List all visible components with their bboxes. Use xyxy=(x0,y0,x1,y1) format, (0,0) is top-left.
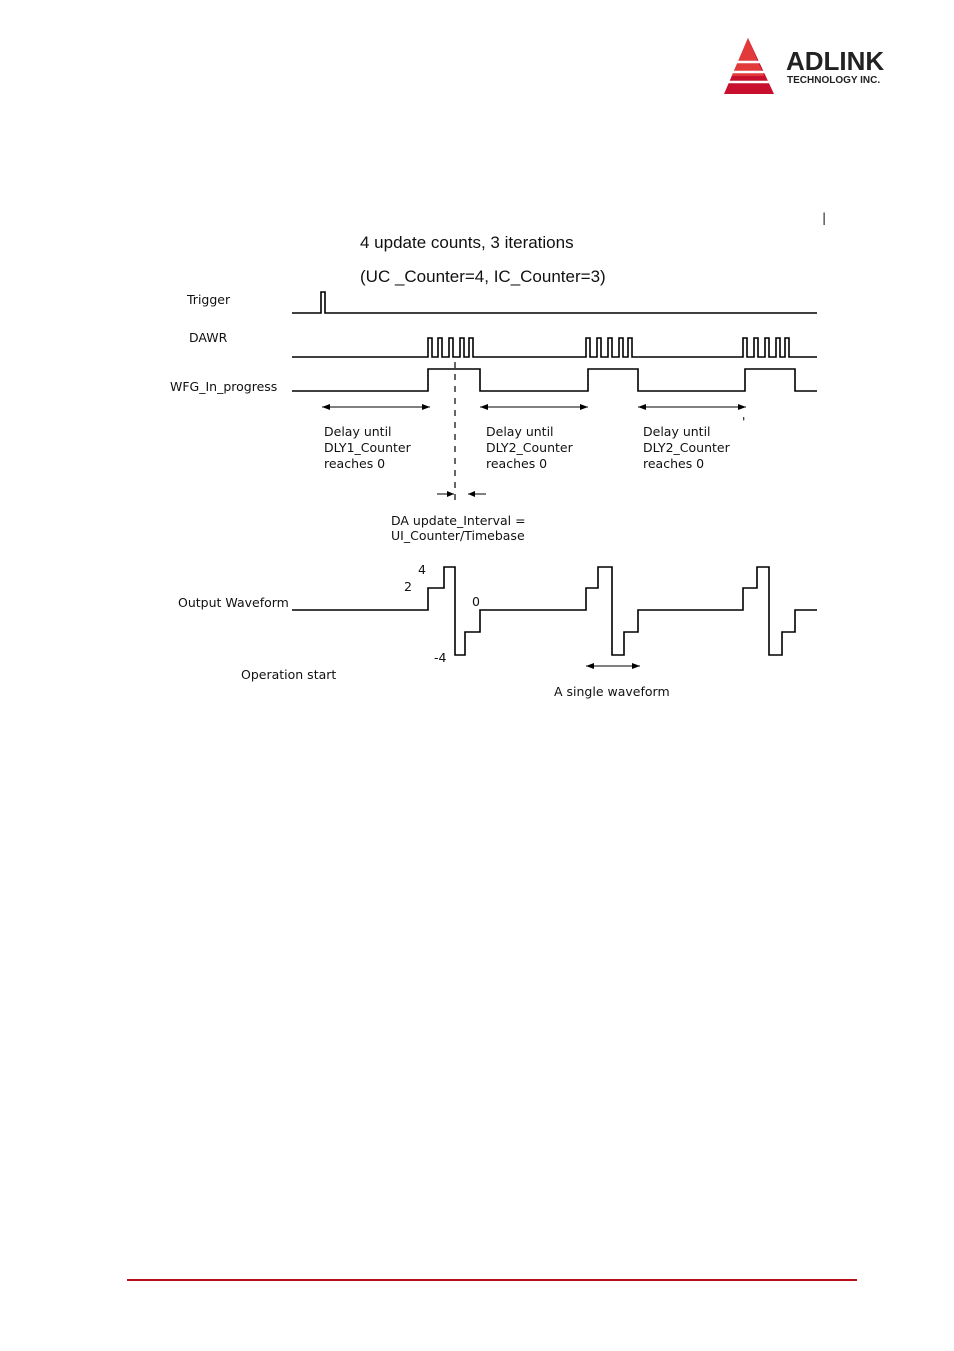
update-interval-label-line2: UI_Counter/Timebase xyxy=(391,528,525,543)
svg-text:reaches 0: reaches 0 xyxy=(643,456,704,471)
tick-mark: ' xyxy=(742,414,745,429)
svg-text:Delay until: Delay until xyxy=(486,424,554,439)
timing-diagram: 4 update counts, 3 iterations (UC _Count… xyxy=(170,210,826,699)
svg-text:Delay until: Delay until xyxy=(324,424,392,439)
brand-tagline: TECHNOLOGY INC. xyxy=(787,75,880,86)
single-waveform-label: A single waveform xyxy=(554,684,670,699)
adlink-logo: ADLINK TECHNOLOGY INC. xyxy=(724,38,884,94)
footer-divider xyxy=(127,1279,857,1281)
level-2-label: 2 xyxy=(404,579,412,594)
operation-start-label: Operation start xyxy=(241,667,336,682)
svg-text:Delay until: Delay until xyxy=(643,424,711,439)
trigger-label: Trigger xyxy=(186,292,231,307)
svg-text:DLY2_Counter: DLY2_Counter xyxy=(643,440,731,455)
svg-text:reaches 0: reaches 0 xyxy=(486,456,547,471)
level-4-label: 4 xyxy=(418,562,426,577)
delay1-arrow xyxy=(322,404,430,410)
wfg-label: WFG_In_progress xyxy=(170,379,277,394)
diagram-title-line2: (UC _Counter=4, IC_Counter=3) xyxy=(360,267,606,286)
output-waveform-label: Output Waveform xyxy=(178,595,289,610)
svg-text:DLY1_Counter: DLY1_Counter xyxy=(324,440,412,455)
delay3-arrow xyxy=(638,404,746,410)
delay3-label: Delay until DLY2_Counter reaches 0 xyxy=(643,424,731,471)
dawr-waveform xyxy=(292,337,817,358)
update-interval-label-line1: DA update_Interval = xyxy=(391,513,526,528)
update-interval-arrows xyxy=(437,491,486,497)
delay2-label: Delay until DLY2_Counter reaches 0 xyxy=(486,424,574,471)
trigger-waveform xyxy=(292,291,817,314)
level-0-label: 0 xyxy=(472,594,480,609)
wfg-waveform xyxy=(292,368,817,392)
level-minus4-label: -4 xyxy=(434,650,447,665)
brand-name: ADLINK xyxy=(786,46,884,76)
output-waveform xyxy=(292,566,817,656)
dawr-label: DAWR xyxy=(189,330,228,345)
svg-text:DLY2_Counter: DLY2_Counter xyxy=(486,440,574,455)
adlink-triangle-icon xyxy=(724,38,774,94)
delay2-arrow xyxy=(480,404,588,410)
single-waveform-arrow xyxy=(586,663,640,669)
svg-text:reaches 0: reaches 0 xyxy=(324,456,385,471)
delay1-label: Delay until DLY1_Counter reaches 0 xyxy=(324,424,412,471)
diagram-corner-mark: | xyxy=(822,210,826,225)
diagram-title-line1: 4 update counts, 3 iterations xyxy=(360,233,574,252)
